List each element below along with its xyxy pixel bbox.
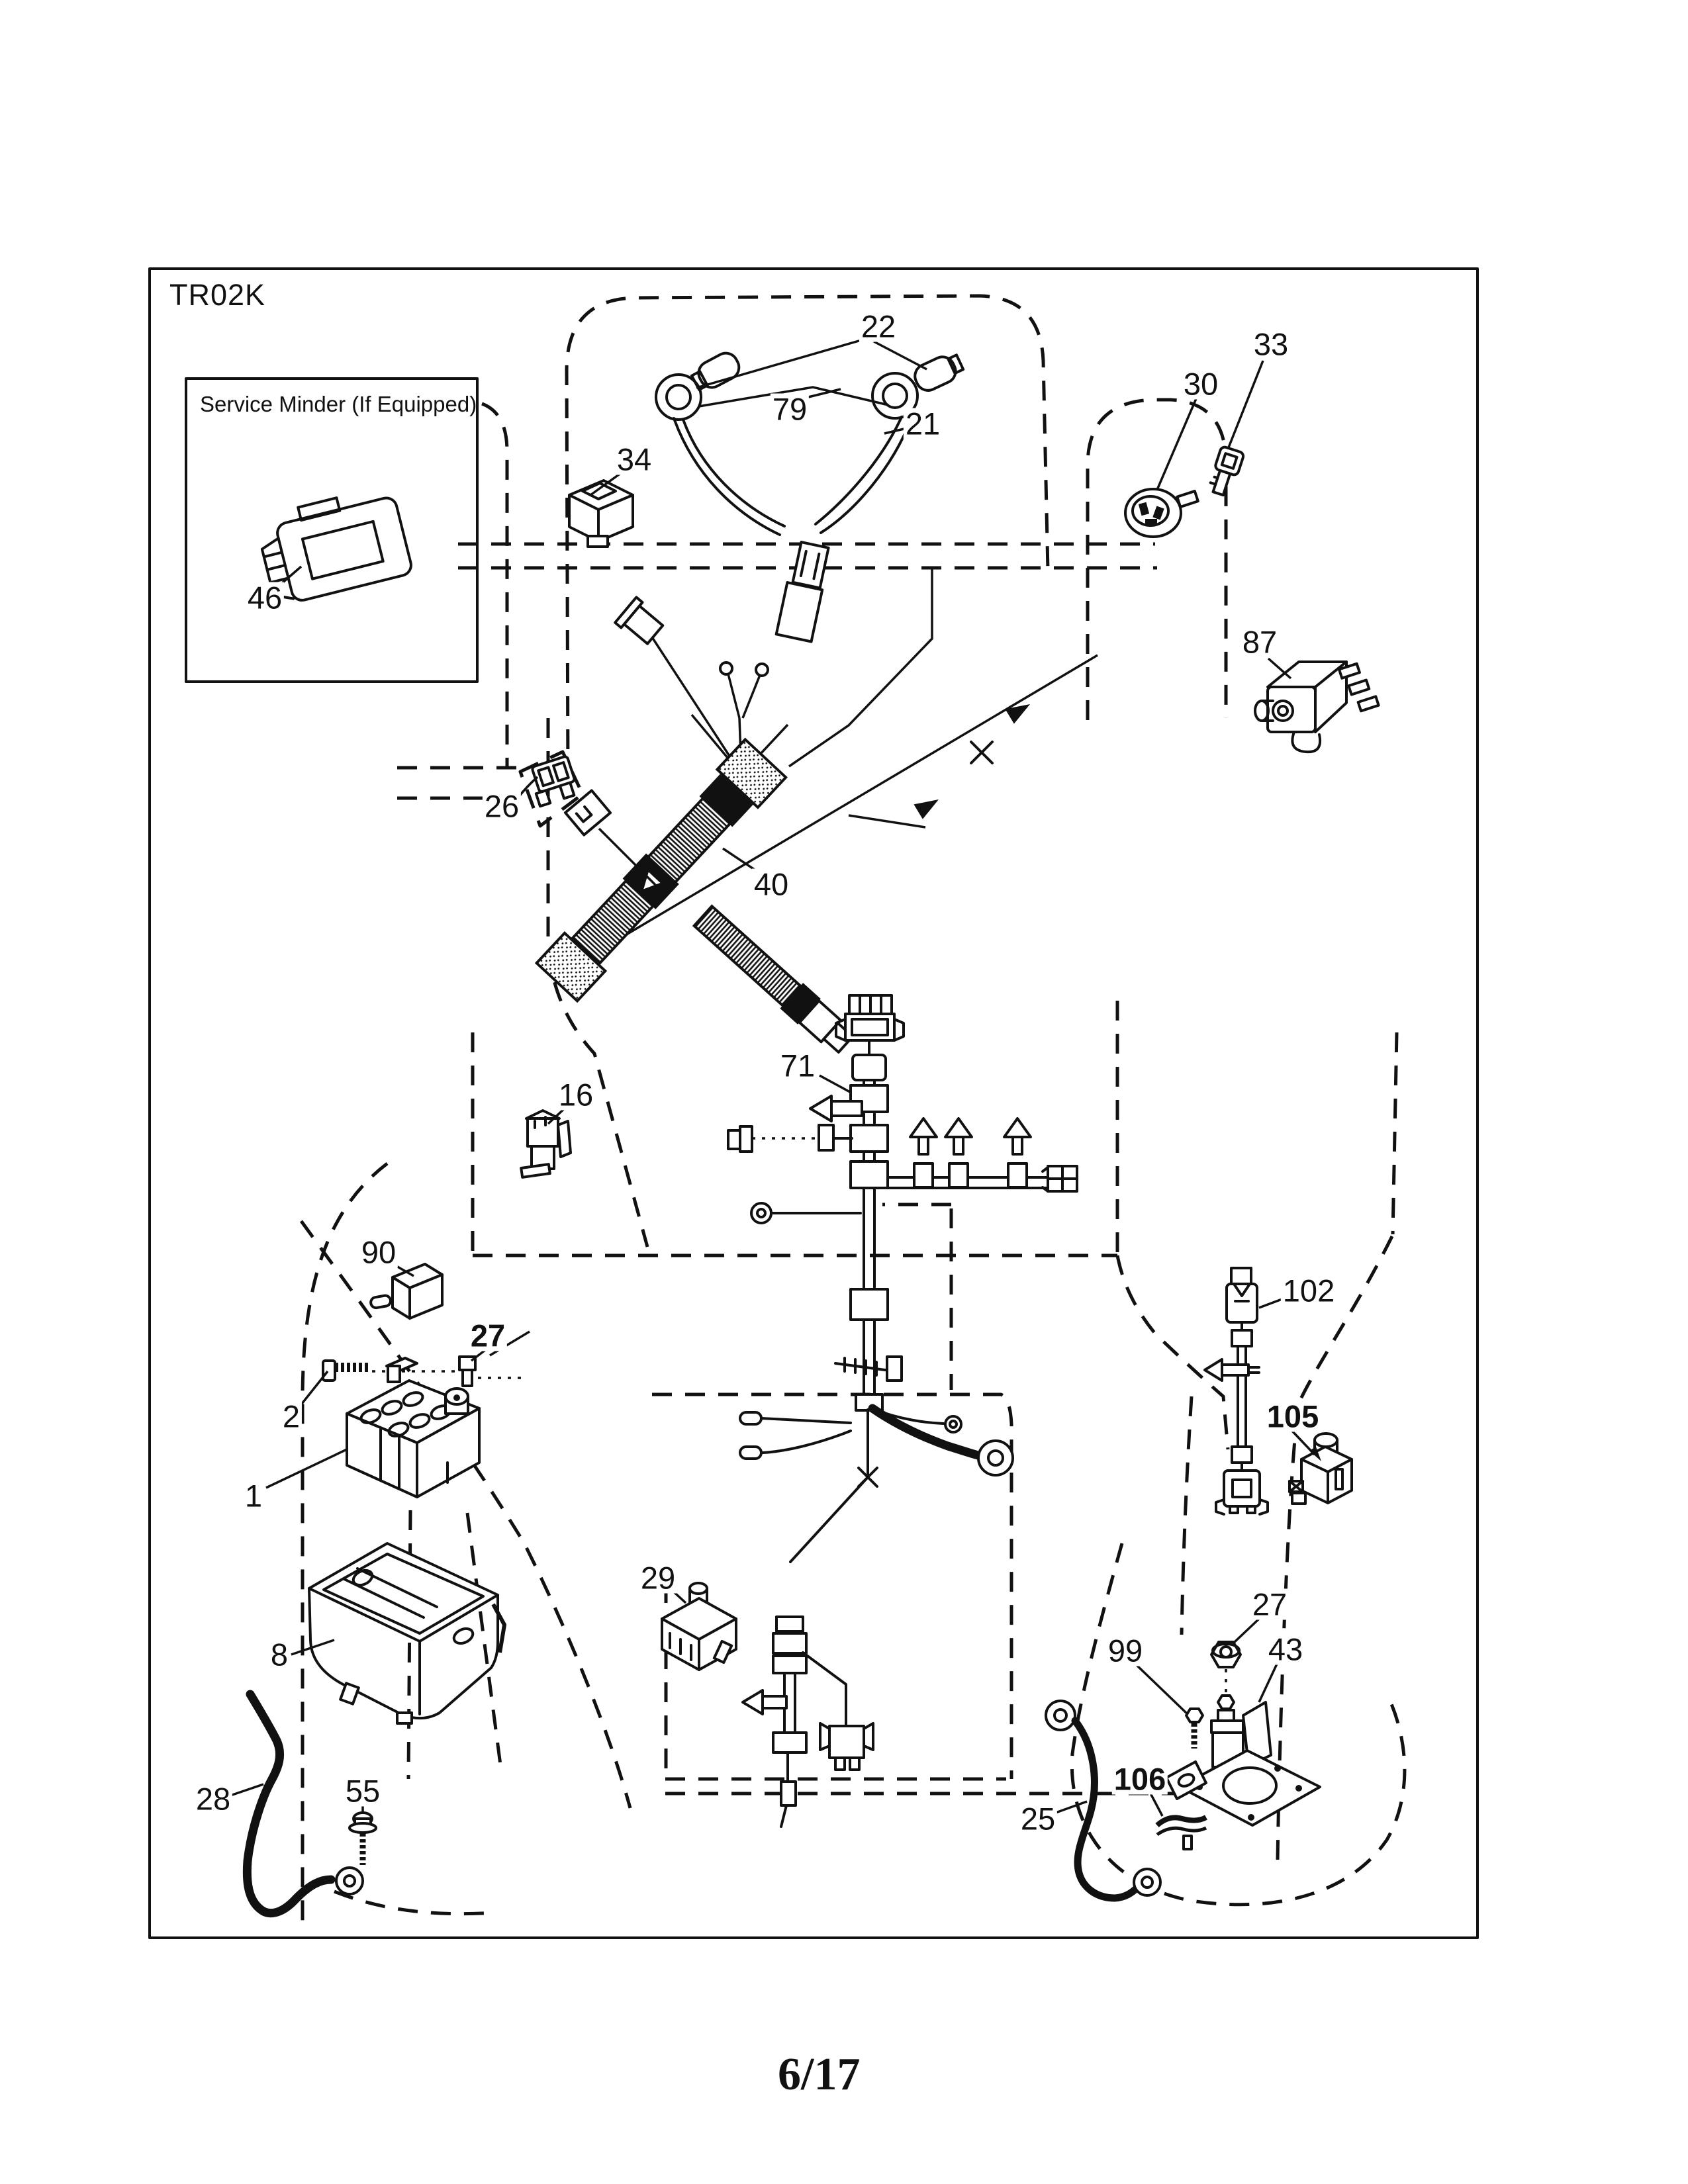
part-callout-25: 25	[1018, 1803, 1058, 1835]
screw-55-drawing	[348, 1801, 377, 1865]
part-callout-28: 28	[193, 1783, 233, 1815]
part-callout-27: 27	[1250, 1588, 1289, 1620]
service-minder-module-drawing	[260, 496, 412, 602]
wire-assembly-102-drawing	[1203, 1267, 1291, 1516]
part-callout-2: 2	[280, 1400, 303, 1432]
ignition-switch-drawing	[1124, 396, 1199, 538]
battery-box-drawing	[291, 1542, 506, 1725]
relay-drawing	[369, 1261, 444, 1320]
part-callout-106: 106	[1111, 1763, 1168, 1795]
headlight-harness-drawing	[655, 338, 965, 643]
part-callout-55: 55	[343, 1775, 383, 1807]
branch-terminals	[909, 1117, 1032, 1189]
part-callout-8: 8	[268, 1639, 291, 1670]
key-drawing	[1209, 360, 1264, 497]
module-105-drawing	[1288, 1428, 1353, 1505]
part-callout-40: 40	[751, 868, 791, 900]
part-callout-34: 34	[614, 443, 654, 475]
page-number: 6/17	[778, 2049, 861, 2100]
ground-cable-25-drawing	[1045, 1700, 1162, 1902]
part-callout-21: 21	[903, 408, 943, 439]
part-callout-46: 46	[245, 582, 285, 614]
switch-34-drawing	[568, 470, 634, 548]
part-callout-26: 26	[482, 790, 522, 822]
service-minder-inset-label: Service Minder (If Equipped)	[200, 392, 477, 416]
clip-106-drawing	[1148, 1790, 1207, 1850]
part-callout-79: 79	[770, 393, 810, 425]
part-callout-29: 29	[638, 1562, 678, 1594]
part-callout-16: 16	[556, 1079, 596, 1111]
part-callout-102: 102	[1280, 1275, 1337, 1306]
part-callout-105: 105	[1264, 1400, 1321, 1432]
diagram-border	[148, 267, 1479, 1939]
fuse-drawing	[516, 755, 576, 808]
diagram-code: TR02K	[169, 278, 266, 312]
part-callout-22: 22	[859, 310, 898, 342]
part-callout-33: 33	[1251, 328, 1291, 360]
switch-16-drawing	[520, 1105, 572, 1179]
part-callout-87: 87	[1240, 626, 1280, 658]
part-callout-99: 99	[1105, 1635, 1145, 1666]
service-minder-inset-box	[185, 377, 479, 683]
solenoid-group-drawing	[1135, 1617, 1321, 1827]
ground-cable-28-drawing	[228, 1690, 364, 1918]
part-callout-71: 71	[778, 1050, 818, 1081]
battery-bolt-drawing	[298, 1359, 524, 1408]
switch-87-drawing	[1254, 657, 1380, 754]
battery-drawing	[265, 1357, 481, 1498]
part-callout-43: 43	[1266, 1633, 1305, 1665]
terminal-clip-drawing	[458, 1330, 530, 1387]
wire-harness-71-drawing	[727, 994, 1078, 1828]
part-callout-1: 1	[242, 1480, 265, 1512]
wire-harness-40-drawing	[534, 569, 1098, 1054]
part-callout-27: 27	[468, 1320, 508, 1351]
part-callout-90: 90	[359, 1236, 399, 1268]
switch-29-drawing	[661, 1582, 737, 1671]
part-callout-30: 30	[1181, 368, 1221, 400]
